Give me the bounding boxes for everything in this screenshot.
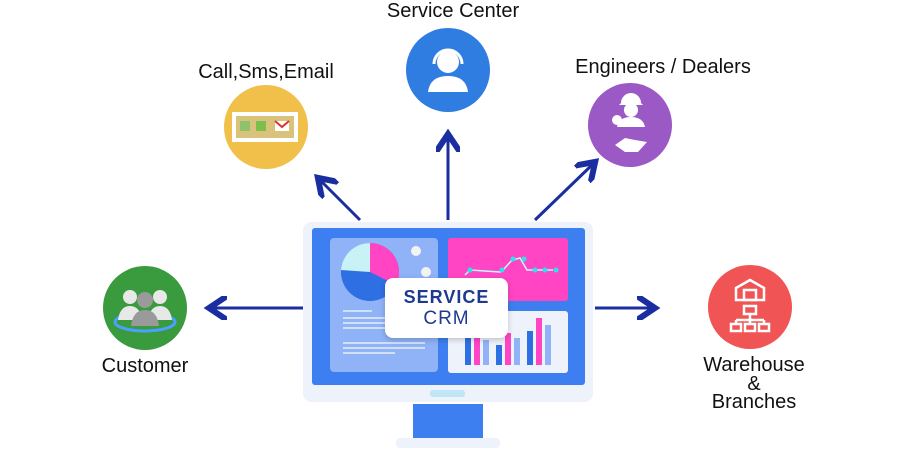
call-sms-email-label: Call,Sms,Email (198, 61, 334, 83)
arrow-to-engineers (533, 164, 593, 222)
engineer-handshake-icon (612, 93, 647, 152)
arrows (212, 137, 652, 308)
phone-sms-mail-icon (232, 112, 298, 142)
crm-title-line1: SERVICE (403, 287, 490, 307)
engineers-dealers-label: Engineers / Dealers (575, 56, 751, 78)
customer-label: Customer (101, 355, 189, 377)
arrow-to-call (320, 180, 362, 222)
warehouse-label: Warehouse (703, 354, 805, 376)
ampersand-label: & (747, 373, 761, 395)
warehouse-node (708, 265, 792, 349)
crm-title-line2: CRM (423, 308, 470, 329)
service-center-label: Service Center (386, 0, 520, 22)
customer-node (103, 266, 187, 350)
warehouse-hierarchy-icon (729, 278, 771, 333)
headset-agent-icon (428, 48, 468, 92)
users-group-icon (113, 290, 177, 333)
service-crm-badge: SERVICE CRM (385, 278, 508, 338)
service-center-node (406, 28, 490, 112)
engineers-node (588, 83, 672, 167)
call-node (224, 85, 308, 169)
bar-marks (465, 318, 551, 365)
branches-label: Branches (711, 391, 797, 413)
